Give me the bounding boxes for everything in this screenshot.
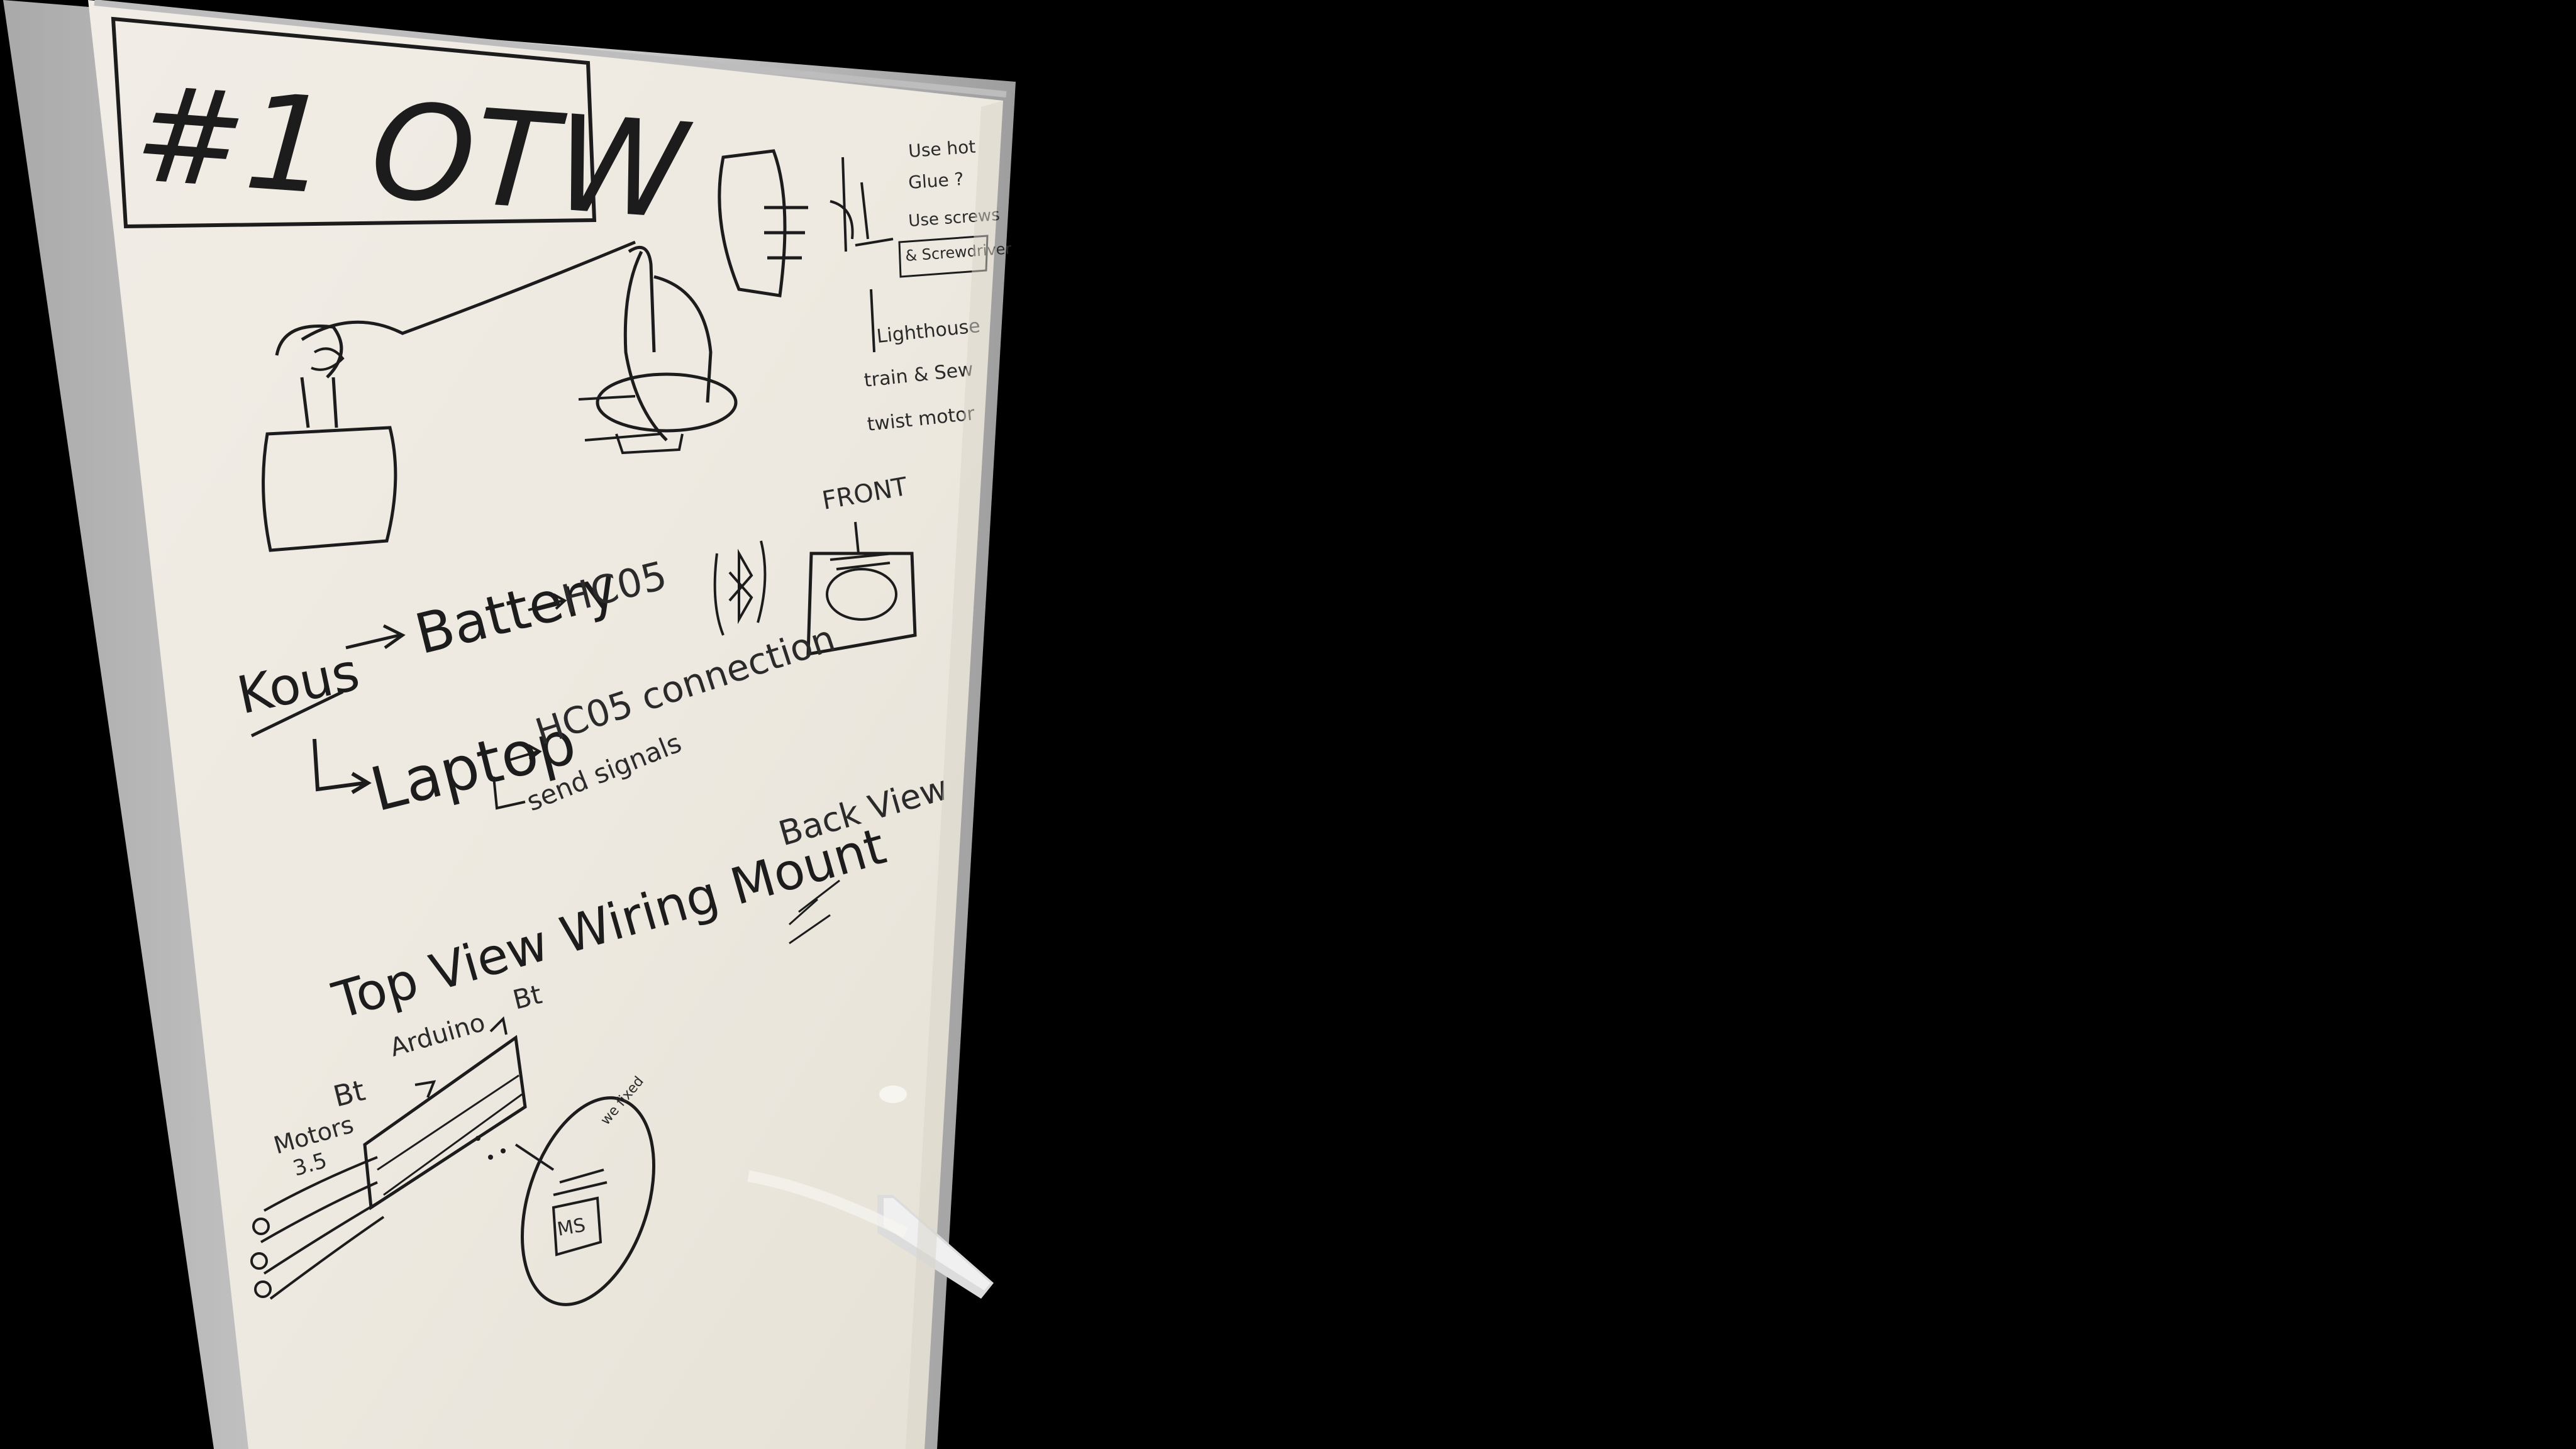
ms-label: MS (555, 1214, 587, 1241)
note-use-hot: Use hot (908, 136, 976, 162)
sketch-front-view (806, 552, 917, 656)
sketch-base-box (262, 426, 397, 552)
title-box (111, 16, 597, 229)
sketch-back-view (789, 879, 840, 945)
sketch-arm-line (301, 240, 636, 341)
note-glue: Glue ? (908, 169, 964, 193)
glare-spot (879, 1085, 907, 1103)
sketch-bracket (718, 149, 787, 297)
frame-top-edge (94, 0, 1007, 97)
sketch-mount-small (830, 157, 894, 252)
arrow-laptop (313, 738, 372, 794)
arrow-kous-battery (345, 624, 406, 650)
bluetooth-symbol (713, 553, 724, 636)
sketch-detail-circle (520, 1096, 656, 1306)
sketch-motor-wires (260, 1156, 385, 1300)
whiteboard-surface (88, 0, 1003, 1449)
